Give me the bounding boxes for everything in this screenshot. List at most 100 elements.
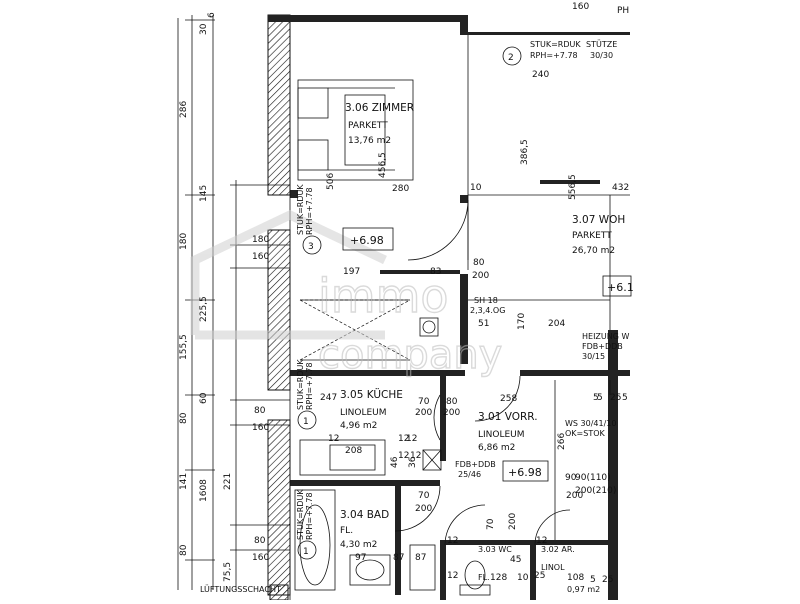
- stuk-note-3: STUK=RDUK: [296, 359, 305, 410]
- marker-3: 3: [308, 242, 314, 252]
- rph-note-4: RPH=+7.78: [305, 492, 314, 540]
- marker-2: 2: [508, 53, 514, 63]
- room-301-name: 3.01 VORR.: [478, 411, 538, 423]
- dim-432: 432: [612, 183, 629, 193]
- dim-top-ph: PH: [617, 6, 629, 16]
- dim-128: 128: [490, 573, 507, 583]
- dim-left-1608: 1608: [199, 479, 209, 502]
- room-306-area: 13,76 m2: [348, 136, 391, 146]
- room-307-name: 3.07 WOH: [572, 214, 625, 226]
- dim-left-80b: 80: [179, 544, 189, 556]
- dim-90: 90: [565, 473, 577, 483]
- ws-note: WS 30/41/10: [565, 419, 616, 428]
- sh-sub-note: 2,3,4.OG: [470, 306, 505, 315]
- note-204: 204: [548, 319, 565, 329]
- dim-left-221: 221: [223, 473, 233, 490]
- room-labels: 3.06 ZIMMER PARKETT 13,76 m2 3.07 WOH PA…: [340, 102, 625, 582]
- kitchen-fixtures: [299, 317, 442, 476]
- dim-97: 97: [355, 553, 366, 563]
- dim-inner-180: 180: [252, 235, 269, 245]
- elevation-2: +6.98: [508, 466, 542, 479]
- shaft-note: LÜFTUNGSSCHACHT: [200, 584, 281, 594]
- note-170: 170: [517, 313, 527, 330]
- dim-top-6: 6: [207, 12, 217, 18]
- inner-left-dimension-labels: 180 160 80 160 80 160 247: [252, 235, 337, 563]
- doors: [394, 199, 571, 546]
- dim-80: 80: [473, 258, 485, 268]
- stuetze-dim: 30/30: [590, 51, 613, 60]
- dim-top-240: 240: [532, 70, 549, 80]
- dim-12c: 12: [398, 451, 409, 461]
- dim-80b: 80: [446, 397, 458, 407]
- ws-sub-note: OK=STOK: [565, 429, 606, 438]
- area-097: 0,97 m2: [567, 585, 600, 594]
- elevation-marks: +6.98 +6.98 +6.1: [342, 227, 634, 482]
- dim-left-145: 145: [199, 185, 209, 202]
- fdb-note: FDB+DDB: [582, 342, 623, 351]
- fdb-note-2: FDB+DDB: [455, 460, 496, 469]
- dim-36: 36: [408, 456, 418, 468]
- dim-12g: 12: [406, 434, 417, 444]
- dim-25a: 25: [602, 575, 613, 585]
- dim-200f: 200: [508, 513, 518, 530]
- dim-inner-80b: 80: [254, 536, 266, 546]
- dim-12e: 12: [536, 536, 547, 546]
- dim-top-160: 160: [572, 2, 589, 12]
- dim-25b: 25: [534, 571, 545, 581]
- dim-left-60: 60: [199, 392, 209, 404]
- heiz-dim: 30/15: [582, 352, 605, 361]
- dim-70c: 70: [486, 518, 496, 530]
- room-302-floor: LINOL: [541, 563, 565, 572]
- dim-left-755: 75,5: [223, 562, 233, 582]
- dim-left-180: 180: [179, 233, 189, 250]
- room-305-name: 3.05 KÜCHE: [340, 388, 403, 401]
- dim-left-1555: 155,5: [179, 334, 189, 360]
- dim-5b: 5: [590, 575, 596, 585]
- stuk-note-2: STUK=RDUK: [296, 184, 305, 235]
- dim-left-141: 141: [179, 473, 189, 490]
- dim-208: 208: [345, 446, 362, 456]
- misc-dimension-labels: 506 456,5 280 386,5 556,5 432 10 197 83 …: [326, 139, 629, 594]
- elevation-3: +6.1: [607, 281, 634, 294]
- room-301-area: 6,86 m2: [478, 443, 515, 453]
- rph-note-2: RPH=+7.78: [305, 187, 314, 235]
- dim-506: 506: [326, 173, 336, 190]
- dim-70: 70: [418, 397, 430, 407]
- room-305-area: 4,96 m2: [340, 421, 377, 431]
- dim-200: 200: [472, 271, 489, 281]
- dim-left-2255: 225,5: [199, 296, 209, 322]
- note-258: 258: [500, 394, 517, 404]
- dim-4565: 456,5: [378, 152, 388, 178]
- rph-note-1: RPH=+7.78: [530, 51, 578, 60]
- dim-5d: 5: [622, 393, 628, 403]
- dim-10: 10: [470, 183, 482, 193]
- room-305-floor: LINOLEUM: [340, 408, 387, 418]
- room-302-name: 3.02 AR.: [541, 545, 575, 554]
- dim-200b: 200: [415, 408, 432, 418]
- stuk-note-4: STUK=RDUK: [296, 489, 305, 540]
- dim-5c: 5: [597, 393, 603, 403]
- walls: [267, 14, 630, 600]
- top-dimension-labels: 30 6 160 PH 240: [199, 2, 629, 80]
- dim-12b: 12: [398, 434, 409, 444]
- dim-200e: 200: [566, 491, 583, 501]
- room-303-floor: FL.: [478, 573, 490, 582]
- section-markers: 2 3 1 1: [297, 46, 522, 560]
- room-307-floor: PARKETT: [572, 231, 612, 241]
- dim-inner-80: 80: [254, 406, 266, 416]
- note-90-110: 90(110): [575, 473, 611, 483]
- dim-83: 83: [430, 267, 441, 277]
- dim-left-80: 80: [179, 412, 189, 424]
- dim-87b: 87: [415, 553, 426, 563]
- marker-1a: 1: [303, 417, 309, 427]
- room-307-area: 26,70 m2: [572, 246, 615, 256]
- dim-inner-247: 247: [320, 393, 337, 403]
- stuetze-note: STÜTZE: [586, 39, 617, 49]
- watermark: immo company: [190, 210, 503, 379]
- dim-12d: 12: [447, 536, 458, 546]
- notes: STUK=RDUK RPH=+7.78 STÜTZE 30/30 STUK=RD…: [200, 39, 629, 594]
- room-306-name: 3.06 ZIMMER: [345, 102, 414, 114]
- room-304-area: 4,30 m2: [340, 540, 377, 550]
- dim-12a: 12: [328, 434, 339, 444]
